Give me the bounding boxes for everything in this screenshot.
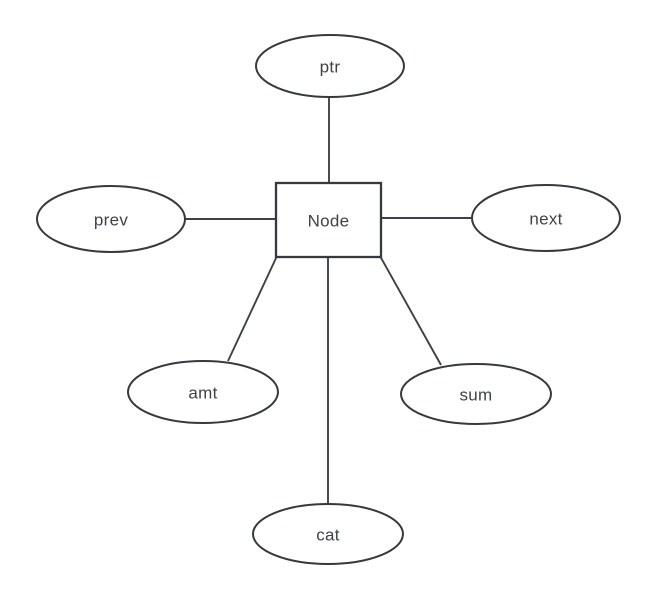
next-ellipse [471,184,621,252]
cat-ellipse [252,503,404,565]
attribute-label-sum: sum [459,386,492,405]
attribute-node-sum: sum [400,363,552,425]
attribute-label-ptr: ptr [320,58,341,77]
attribute-label-cat: cat [316,526,340,545]
edge-node-sum [379,255,442,366]
sum-ellipse [400,363,552,425]
attribute-label-amt: amt [188,384,217,403]
entity-node: Node [274,181,383,259]
attribute-node-next: next [471,184,621,252]
attribute-node-cat: cat [252,503,404,565]
entity-label: Node [308,212,350,231]
attribute-node-amt: amt [127,360,279,424]
entity-rectangle [274,181,383,259]
edge-node-amt [227,255,278,362]
attribute-label-next: next [529,210,562,229]
ptr-ellipse [255,34,405,98]
prev-ellipse [36,185,186,253]
attribute-label-prev: prev [94,211,128,230]
attribute-node-prev: prev [36,185,186,253]
amt-ellipse [127,360,279,424]
attribute-node-ptr: ptr [255,34,405,98]
connector-lines [185,96,472,505]
